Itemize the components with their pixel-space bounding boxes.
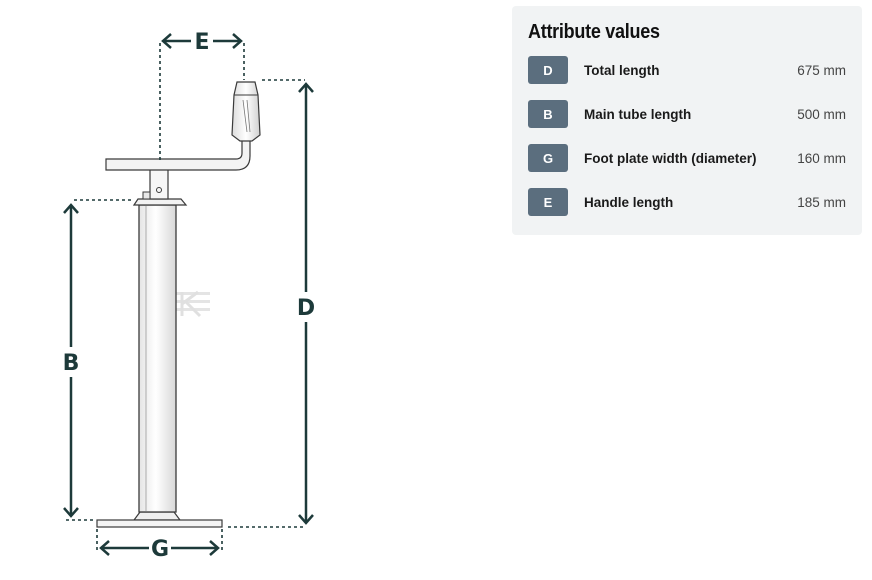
attribute-values-panel: Attribute values D Total length 675 mm B… xyxy=(512,6,862,235)
attribute-row-foot-plate-width: G Foot plate width (diameter) 160 mm xyxy=(528,144,846,172)
watermark-logo xyxy=(170,290,210,318)
foot-plate xyxy=(96,511,223,528)
dimension-e xyxy=(159,33,245,163)
dimension-e-label: E xyxy=(194,30,209,55)
attribute-row-total-length: D Total length 675 mm xyxy=(528,56,846,84)
attribute-row-main-tube-length: B Main tube length 500 mm xyxy=(528,100,846,128)
attribute-code-badge: B xyxy=(528,100,568,128)
dimension-g xyxy=(96,529,223,556)
attribute-code-badge: D xyxy=(528,56,568,84)
attribute-name: Total length xyxy=(584,62,660,78)
attribute-value: 675 mm xyxy=(797,62,846,78)
main-tube xyxy=(138,204,177,513)
attribute-code-badge: G xyxy=(528,144,568,172)
attribute-value: 160 mm xyxy=(797,150,846,166)
attribute-name: Foot plate width (diameter) xyxy=(584,150,757,166)
attribute-value: 185 mm xyxy=(797,194,846,210)
attribute-name: Main tube length xyxy=(584,106,692,122)
attribute-value: 500 mm xyxy=(797,106,846,122)
attribute-code-badge: E xyxy=(528,188,568,216)
prop-stand-diagram: E D B G xyxy=(63,30,316,562)
dimension-d-label: D xyxy=(297,296,315,321)
attribute-row-handle-length: E Handle length 185 mm xyxy=(528,188,846,216)
dimension-d xyxy=(228,79,314,528)
dimension-b-label: B xyxy=(63,351,80,376)
dimension-g-label: G xyxy=(151,537,169,562)
attribute-values-title: Attribute values xyxy=(528,21,660,43)
crank-handle xyxy=(105,81,261,171)
attribute-name: Handle length xyxy=(584,194,674,210)
dimension-b xyxy=(63,199,134,521)
top-collar xyxy=(132,164,188,206)
